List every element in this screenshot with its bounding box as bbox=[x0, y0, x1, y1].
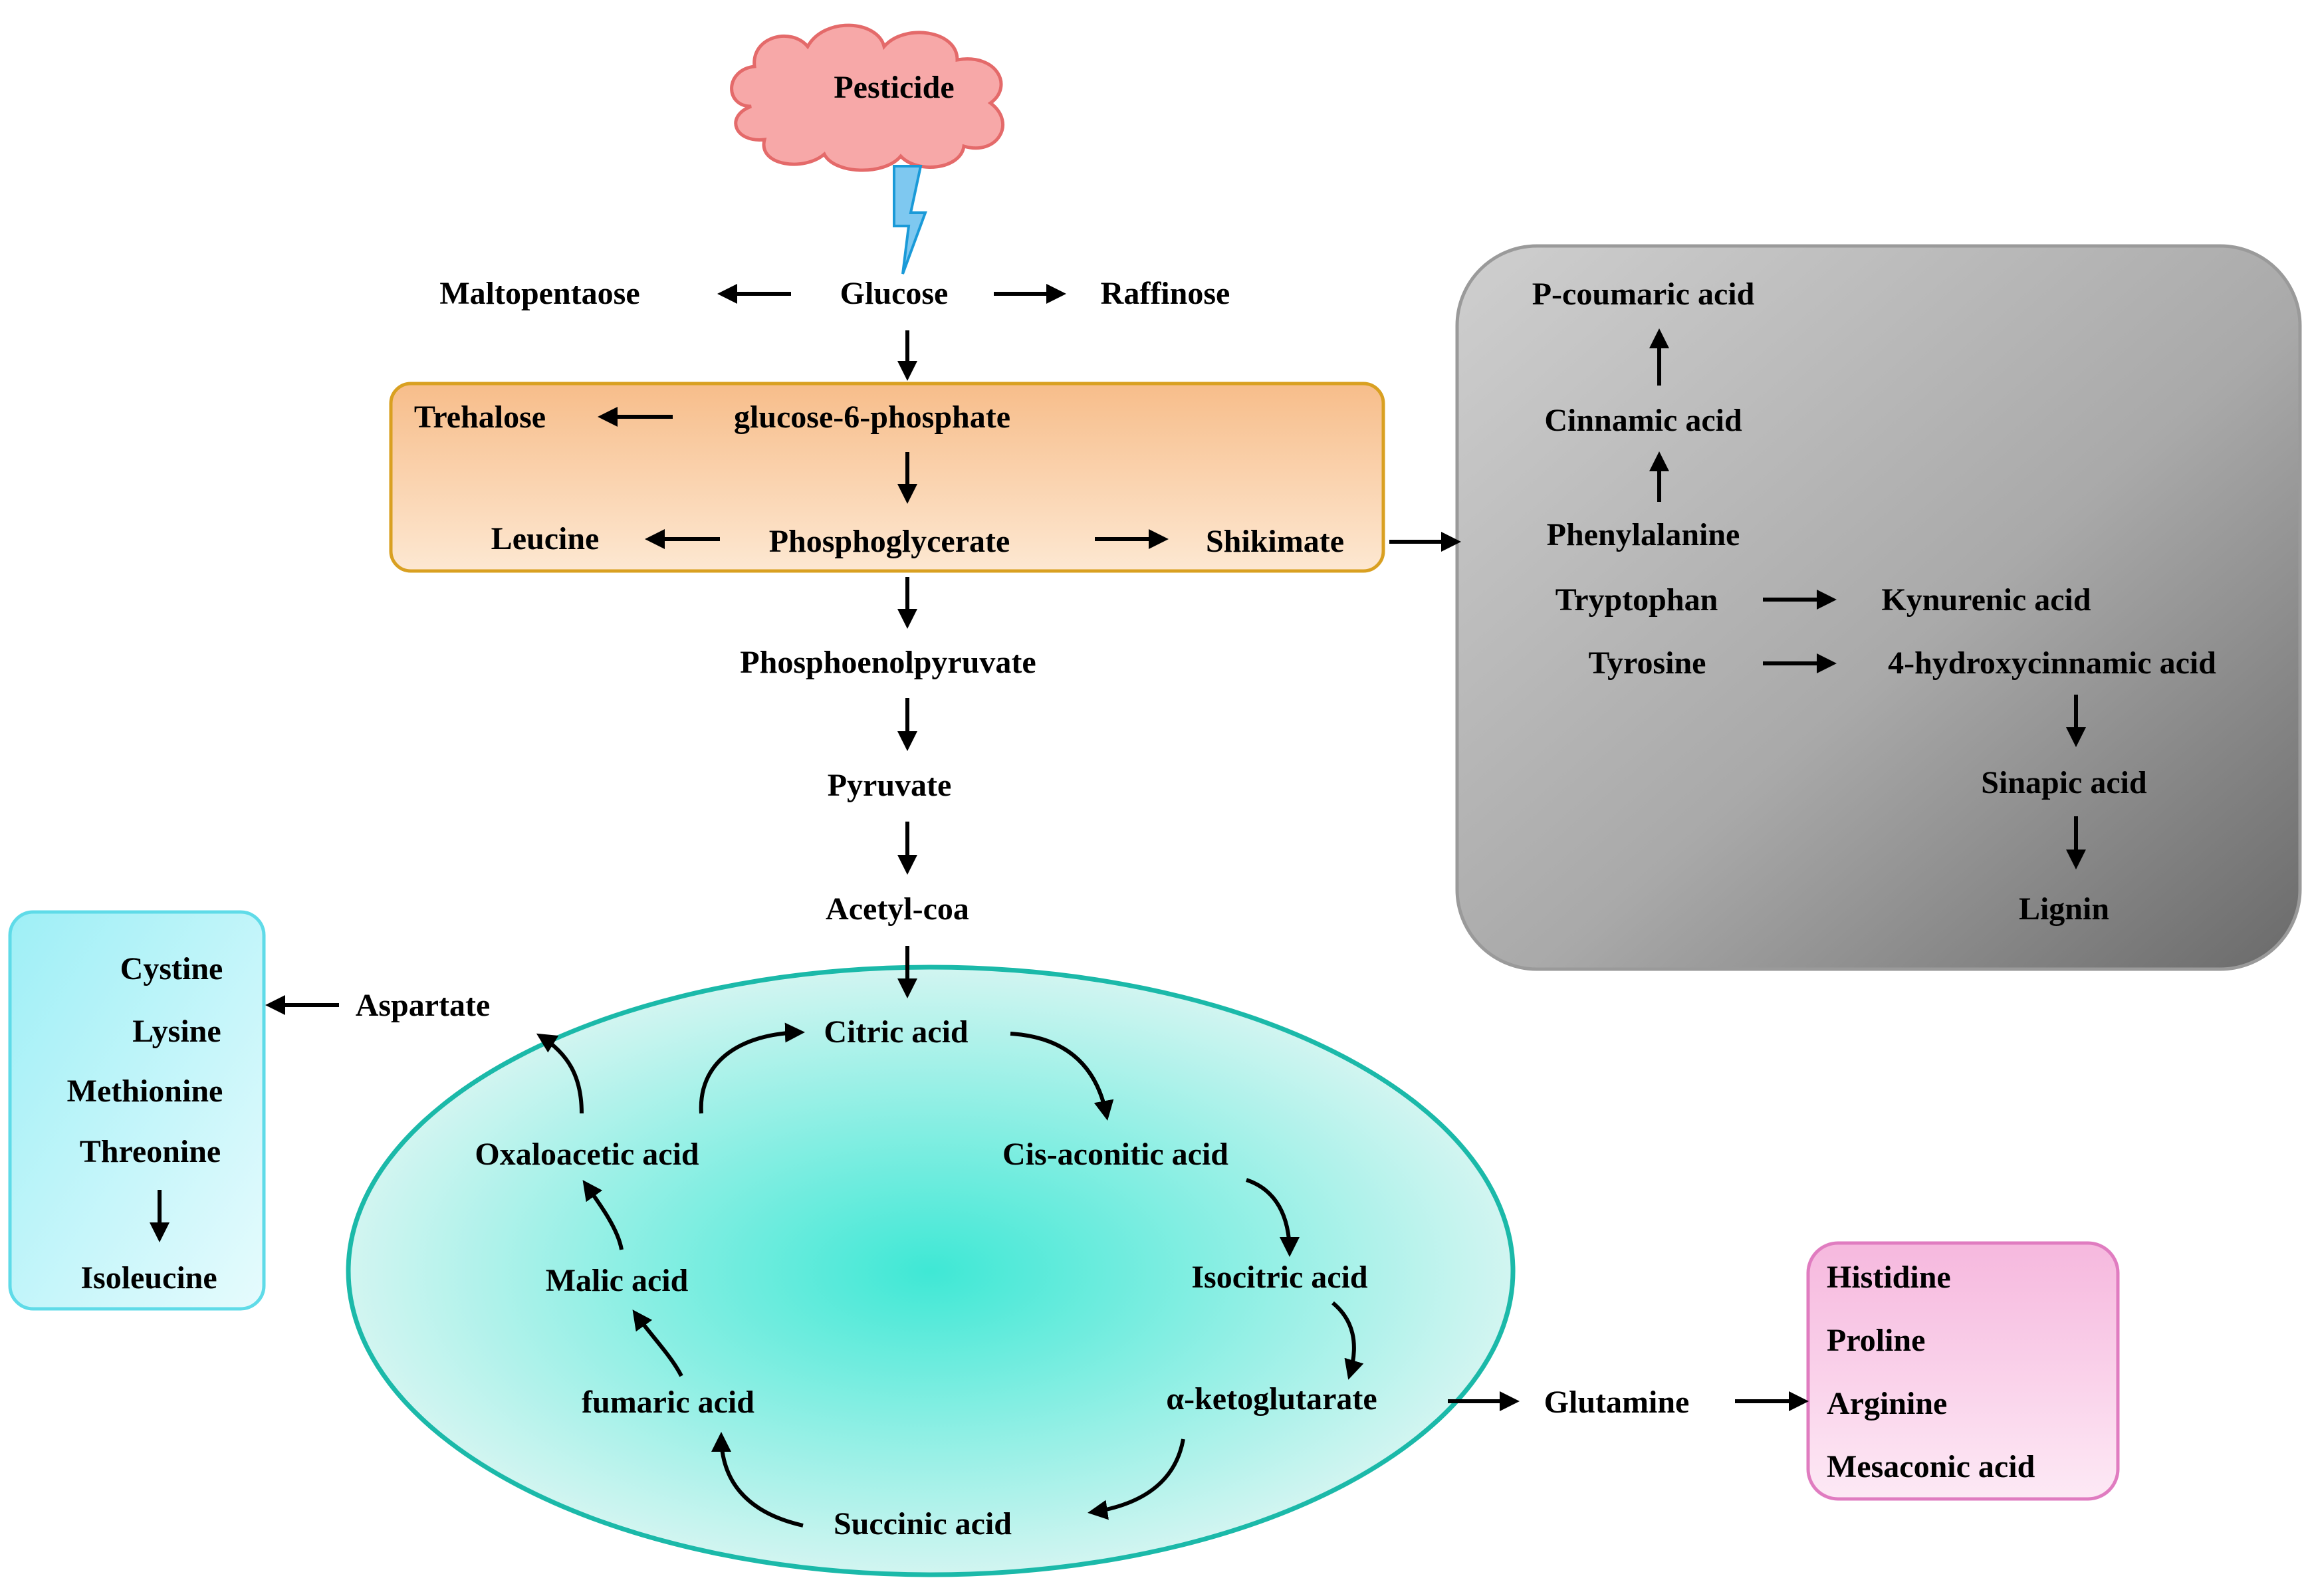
pesticide-cloud: Pesticide bbox=[730, 23, 1004, 172]
arrow-citric-cisaconitic bbox=[1010, 1032, 1114, 1121]
hydroxycinnamic-label: 4-hydroxycinnamic acid bbox=[1888, 645, 2216, 681]
malic-label: Malic acid bbox=[546, 1263, 689, 1298]
arrow-oxaloacetic-aspartate bbox=[536, 1033, 584, 1114]
arrow-ketoglutarate-succinic bbox=[1088, 1438, 1185, 1520]
acetylcoa-label: Acetyl-coa bbox=[826, 891, 969, 927]
cinnamic-label: Cinnamic acid bbox=[1544, 403, 1742, 438]
mesaconic-label: Mesaconic acid bbox=[1827, 1449, 2035, 1484]
glutamate-family-box bbox=[1806, 1241, 2120, 1501]
cisaconitic-label: Cis-aconitic acid bbox=[1002, 1137, 1228, 1172]
ketoglutarate-label: α-ketoglutarate bbox=[1166, 1381, 1377, 1417]
arrow-oxaloacetic-citric bbox=[699, 1022, 805, 1114]
aspartate-label: Aspartate bbox=[356, 988, 491, 1023]
arrow-fumaric-malic bbox=[632, 1310, 683, 1377]
cloud-shape bbox=[730, 23, 1004, 172]
g6p-label: glucose-6-phosphate bbox=[734, 399, 1010, 435]
cystine-label: Cystine bbox=[120, 951, 223, 986]
trehalose-label: Trehalose bbox=[414, 399, 546, 435]
shikimate-label: Shikimate bbox=[1206, 524, 1344, 559]
isocitric-label: Isocitric acid bbox=[1191, 1260, 1368, 1295]
arginine-label: Arginine bbox=[1827, 1386, 1947, 1421]
lignin-label: Lignin bbox=[2019, 891, 2109, 927]
kynurenic-label: Kynurenic acid bbox=[1881, 582, 2091, 618]
glucose-label: Glucose bbox=[840, 276, 949, 311]
sinapic-label: Sinapic acid bbox=[1981, 765, 2147, 800]
proline-label: Proline bbox=[1827, 1323, 1925, 1358]
threonine-label: Threonine bbox=[80, 1134, 221, 1169]
arrow-malic-oxaloacetic bbox=[582, 1180, 624, 1250]
succinic-label: Succinic acid bbox=[834, 1506, 1012, 1541]
arrow-succinic-fumaric bbox=[711, 1432, 804, 1528]
cycle-arrows bbox=[536, 1022, 1364, 1528]
aspartate-family-box bbox=[8, 910, 266, 1311]
methionine-label: Methionine bbox=[67, 1074, 223, 1109]
phosphoglycerate-label: Phosphoglycerate bbox=[769, 524, 1010, 559]
glycolysis-box bbox=[389, 382, 1385, 573]
lysine-label: Lysine bbox=[132, 1014, 221, 1049]
isoleucine-label: Isoleucine bbox=[80, 1260, 217, 1296]
citric-label: Citric acid bbox=[824, 1014, 969, 1050]
pep-label: Phosphoenolpyruvate bbox=[740, 645, 1036, 680]
pesticide-label: Pesticide bbox=[834, 70, 954, 105]
tca-ellipse bbox=[346, 965, 1516, 1577]
tyrosine-label: Tyrosine bbox=[1589, 645, 1706, 681]
pyruvate-label: Pyruvate bbox=[828, 768, 952, 803]
tryptophan-label: Tryptophan bbox=[1555, 582, 1718, 618]
histidine-label: Histidine bbox=[1827, 1260, 1951, 1295]
leucine-label: Leucine bbox=[491, 521, 600, 556]
maltopentaose-label: Maltopentaose bbox=[439, 276, 639, 311]
fumaric-label: fumaric acid bbox=[582, 1385, 754, 1420]
raffinose-label: Raffinose bbox=[1101, 276, 1230, 311]
arrow-cisaconitic-isocitric bbox=[1246, 1178, 1300, 1257]
phenylalanine-label: Phenylalanine bbox=[1547, 517, 1740, 552]
arrow-isocitric-ketoglutarate bbox=[1331, 1301, 1364, 1380]
straight-arrows bbox=[150, 284, 2086, 1411]
lightning-icon bbox=[893, 165, 927, 275]
oxaloacetic-label: Oxaloacetic acid bbox=[475, 1137, 699, 1172]
glutamine-label: Glutamine bbox=[1544, 1385, 1690, 1420]
aromatic-box bbox=[1455, 244, 2302, 971]
pcoumaric-label: P-coumaric acid bbox=[1532, 277, 1755, 312]
